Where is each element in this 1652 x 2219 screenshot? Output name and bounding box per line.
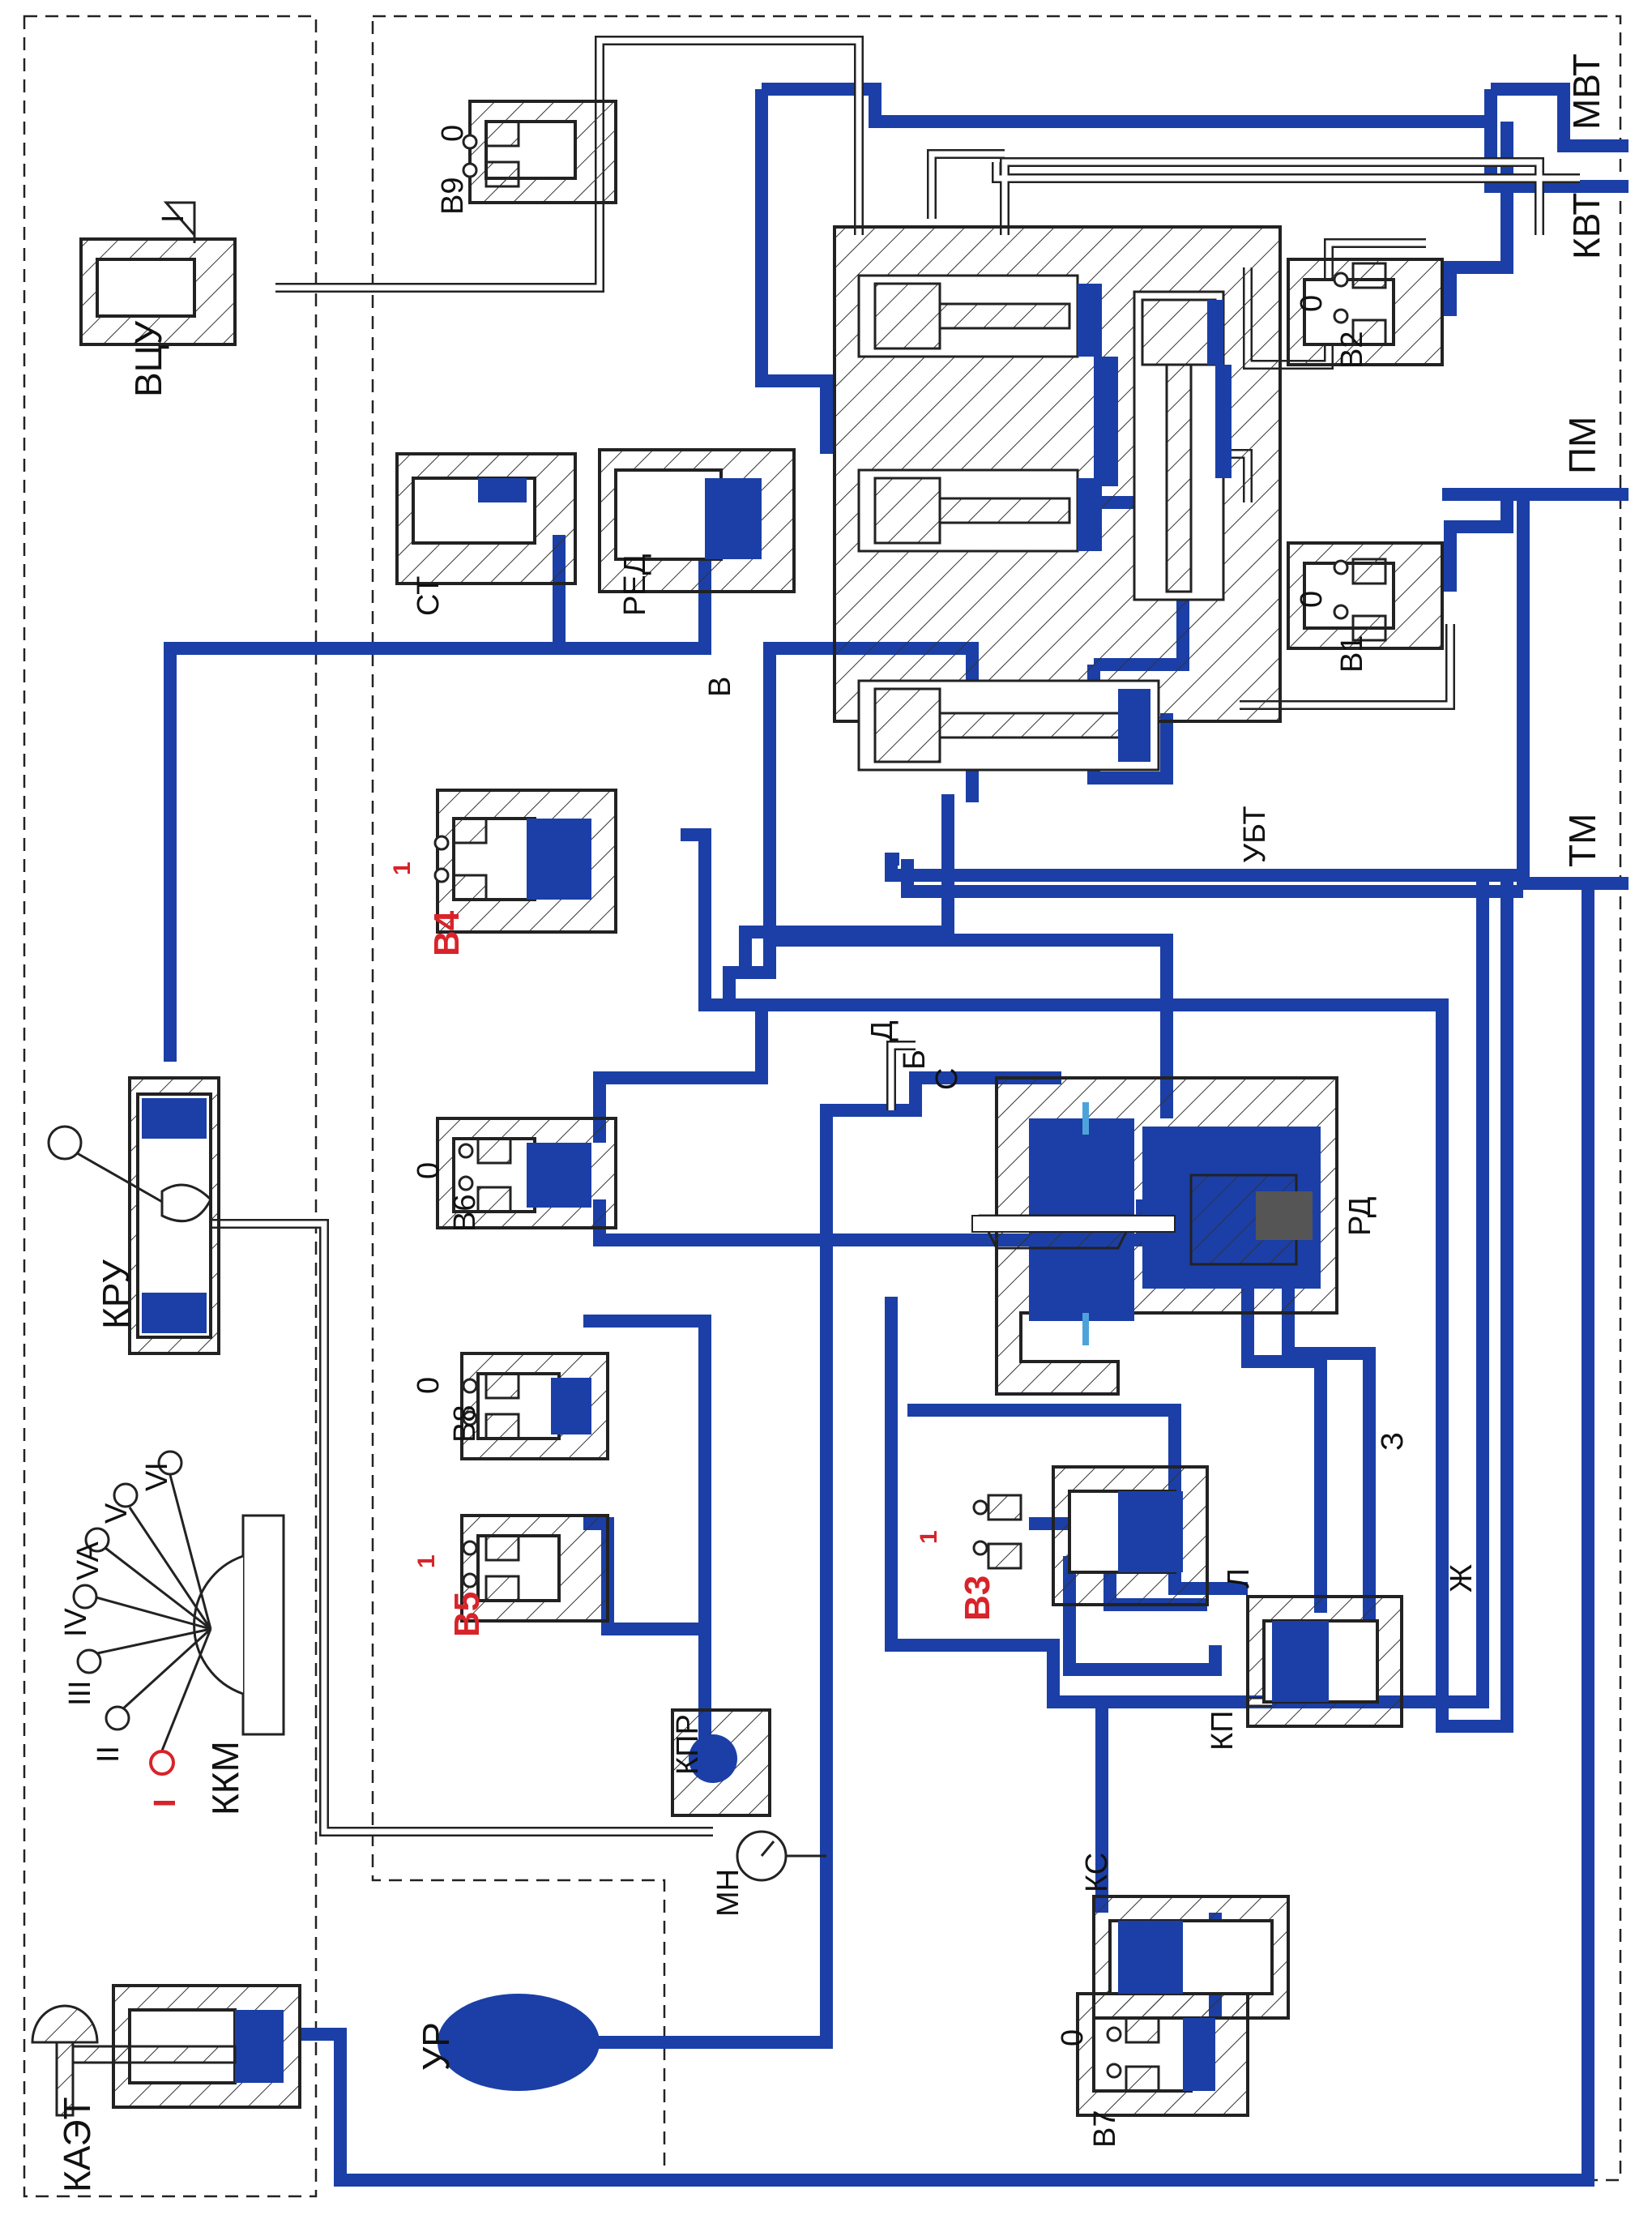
label-v8: В8 [448, 1405, 482, 1443]
pin-connectors [433, 134, 1349, 2079]
valve-air-fills [142, 478, 1329, 2091]
label-pos-4: IV [59, 1608, 93, 1637]
label-pos-2: II [92, 1745, 126, 1763]
label-vcu-pos: I [156, 214, 190, 223]
label-v2: В2 [1335, 331, 1369, 369]
label-pos-5: VA [71, 1541, 105, 1580]
vcu-handle [163, 201, 196, 243]
label-ks: КС [1080, 1852, 1114, 1892]
label-v3: В3 [958, 1575, 997, 1621]
rd-body [971, 1076, 1338, 1396]
label-mn: МН [711, 1868, 745, 1917]
label-rd: РД [1343, 1196, 1377, 1236]
label-pos-3: III [63, 1680, 97, 1706]
aux-lines [162, 36, 1580, 1836]
label-v3-one: 1 [916, 1530, 942, 1544]
label-v7-zero: 0 [1056, 2029, 1090, 2046]
label-v9-zero: 0 [436, 124, 470, 142]
label-v9: В9 [436, 177, 470, 215]
label-vcu: ВЦУ [127, 321, 169, 397]
label-v: В [703, 676, 737, 697]
label-v5-one: 1 [413, 1554, 440, 1568]
label-pm: ПМ [1561, 416, 1603, 474]
label-kvt: КВТ [1565, 192, 1607, 260]
label-v8-zero: 0 [412, 1376, 446, 1394]
label-kazt: КАЭТ [56, 2097, 98, 2192]
kru-handle [47, 1125, 212, 1223]
label-v7: В7 [1088, 2110, 1122, 2148]
label-red: РЕД [618, 554, 652, 616]
label-v2-zero: 0 [1295, 294, 1329, 312]
label-v4-one: 1 [389, 862, 416, 875]
label-pos-7: VI [140, 1462, 174, 1491]
label-v6: В6 [448, 1194, 482, 1232]
label-d: Д [865, 1020, 899, 1041]
label-z: З [1376, 1432, 1410, 1451]
kkm-controller [72, 1450, 285, 1776]
label-mvt: МВТ [1565, 53, 1607, 130]
kazt-knob [31, 2004, 237, 2117]
label-st: СТ [412, 575, 446, 616]
label-l: Л [1222, 1568, 1256, 1588]
label-tm: ТМ [1561, 813, 1603, 867]
label-b: Б [898, 1050, 932, 1070]
solenoid-coils [452, 120, 1387, 2093]
label-ubt: УБТ [1238, 806, 1272, 863]
label-v5: В5 [447, 1591, 487, 1637]
label-v6-zero: 0 [412, 1161, 446, 1179]
label-v1-zero: 0 [1295, 590, 1329, 608]
mn-gauge [736, 1830, 826, 1882]
label-v1: В1 [1335, 635, 1369, 673]
ubt-body [833, 225, 1282, 772]
label-kpr: КПР [671, 1714, 705, 1775]
label-kkm: ККМ [204, 1741, 246, 1815]
label-s: С [930, 1067, 964, 1090]
label-ur: УР [415, 2022, 457, 2071]
label-kru: КРУ [95, 1259, 137, 1329]
label-pos-1: I [148, 1798, 182, 1807]
label-pos-6: V [100, 1503, 134, 1524]
label-v4: В4 [427, 910, 467, 956]
label-kp: КП [1206, 1710, 1240, 1751]
label-zh: Ж [1445, 1563, 1479, 1593]
